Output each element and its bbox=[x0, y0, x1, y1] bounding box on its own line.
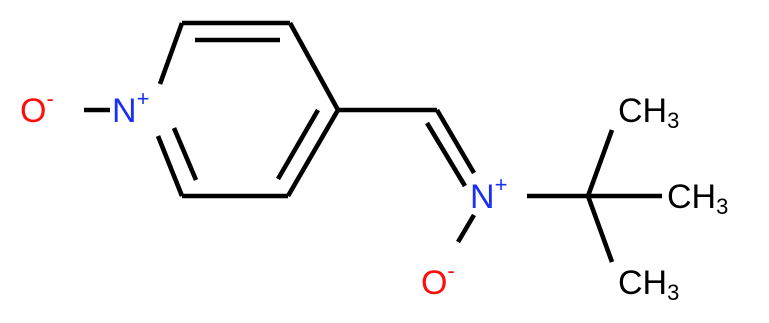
bond-ring-c6-n bbox=[155, 135, 185, 197]
bond-ring-c4-c5-inner bbox=[276, 108, 320, 181]
atom-o-ring: O- bbox=[20, 86, 54, 130]
atom-n-nitrone: N+ bbox=[470, 172, 507, 216]
bond-tbu-methyl-top bbox=[585, 129, 615, 197]
atom-o-nitrone: O- bbox=[421, 258, 455, 302]
bond-ring-c6-n-inner bbox=[171, 127, 199, 181]
atom-n-ring: N+ bbox=[112, 86, 149, 130]
methyl-bot-label: CH3 bbox=[618, 264, 679, 305]
methyl-mid-label: CH3 bbox=[667, 178, 728, 219]
bond-ring-n-c2 bbox=[157, 22, 185, 85]
bond-ch-n-nitrone-second bbox=[425, 121, 467, 188]
bond-ring-c3-c4 bbox=[287, 21, 341, 112]
bond-ring-c4-c5 bbox=[286, 108, 340, 198]
pyridine-ring bbox=[155, 20, 341, 199]
bond-ch-n-nitrone bbox=[435, 108, 476, 175]
methyl-top-label: CH3 bbox=[618, 92, 679, 133]
bond-n-o-nitrone bbox=[456, 213, 476, 244]
bond-tbu-methyl-bot bbox=[585, 195, 615, 263]
